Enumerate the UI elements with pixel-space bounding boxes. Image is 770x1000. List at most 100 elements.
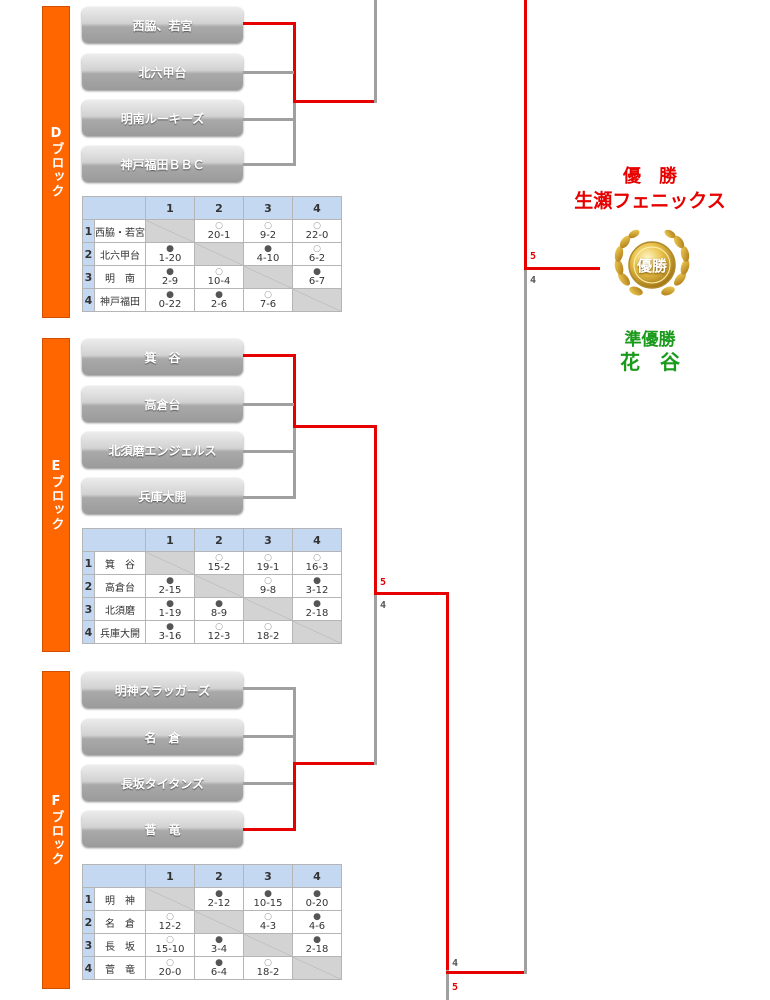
result-score: 3-16 bbox=[158, 630, 182, 642]
result-score: 20-0 bbox=[158, 966, 182, 978]
bracket-line bbox=[243, 118, 294, 121]
result-cell: ●1-19 bbox=[145, 597, 195, 621]
result-cell: ○15-10 bbox=[145, 933, 195, 957]
result-cell: ●0-20 bbox=[292, 887, 342, 911]
result-score: 4-6 bbox=[308, 920, 326, 932]
bracket-line bbox=[243, 163, 294, 166]
team-button[interactable]: 神戸福田ＢＢＣ bbox=[82, 146, 243, 182]
bracket-line bbox=[243, 828, 296, 831]
diagonal-cell bbox=[194, 242, 244, 266]
row-number: 2 bbox=[82, 574, 95, 598]
result-cell: ●2-15 bbox=[145, 574, 195, 598]
bracket-line bbox=[243, 450, 294, 453]
result-cell: ●1-20 bbox=[145, 242, 195, 266]
result-mark: ● bbox=[264, 888, 272, 899]
bracket-line bbox=[374, 0, 377, 103]
column-header: 2 bbox=[194, 864, 244, 888]
bracket-line bbox=[243, 403, 294, 406]
block-label-d: Dブロック bbox=[42, 6, 70, 318]
team-button[interactable]: 長坂タイタンズ bbox=[82, 765, 243, 801]
result-score: 4-3 bbox=[259, 920, 277, 932]
result-mark: ● bbox=[313, 266, 321, 277]
result-score: 2-18 bbox=[305, 943, 329, 955]
bracket-line bbox=[293, 354, 296, 428]
result-mark: ○ bbox=[313, 552, 321, 563]
result-score: 4-10 bbox=[256, 252, 280, 264]
diagonal-cell bbox=[194, 574, 244, 598]
result-mark: ○ bbox=[215, 220, 223, 231]
team-button[interactable]: 箕 谷 bbox=[82, 339, 243, 375]
row-number: 4 bbox=[82, 620, 95, 644]
bracket-line bbox=[374, 425, 377, 595]
result-score: 2-12 bbox=[207, 897, 231, 909]
diagonal-cell bbox=[292, 956, 342, 980]
column-header: 2 bbox=[194, 528, 244, 552]
result-cell: ○18-2 bbox=[243, 620, 293, 644]
team-button[interactable]: 菅 竜 bbox=[82, 811, 243, 847]
team-button[interactable]: 名 倉 bbox=[82, 719, 243, 755]
result-cell: ●2-18 bbox=[292, 597, 342, 621]
result-mark: ○ bbox=[166, 934, 174, 945]
result-mark: ○ bbox=[215, 266, 223, 277]
result-cell: ●2-18 bbox=[292, 933, 342, 957]
row-number: 3 bbox=[82, 933, 95, 957]
column-header: 4 bbox=[292, 864, 342, 888]
score-label: 5 bbox=[452, 982, 459, 993]
bracket-line bbox=[293, 102, 296, 166]
diagonal-cell bbox=[243, 933, 293, 957]
column-header: 1 bbox=[145, 528, 195, 552]
bracket-line bbox=[293, 687, 296, 763]
result-cell: ●2-6 bbox=[194, 288, 244, 312]
team-button[interactable]: 北六甲台 bbox=[82, 54, 243, 90]
team-button[interactable]: 明神スラッガーズ bbox=[82, 672, 243, 708]
result-score: 22-0 bbox=[305, 229, 329, 241]
bracket-line bbox=[243, 354, 296, 357]
result-cell: ○10-4 bbox=[194, 265, 244, 289]
result-cell: ●3-4 bbox=[194, 933, 244, 957]
bracket-line bbox=[374, 595, 377, 765]
result-score: 6-7 bbox=[308, 275, 326, 287]
bracket-line bbox=[524, 267, 600, 270]
bracket-line bbox=[446, 592, 449, 970]
result-mark: ● bbox=[313, 934, 321, 945]
result-mark: ● bbox=[313, 888, 321, 899]
result-cell: ○7-6 bbox=[243, 288, 293, 312]
result-score: 9-8 bbox=[259, 584, 277, 596]
row-team-name: 兵庫大開 bbox=[94, 620, 146, 644]
result-cell: ○12-3 bbox=[194, 620, 244, 644]
row-team-name: 明 南 bbox=[94, 265, 146, 289]
result-cell: ○18-2 bbox=[243, 956, 293, 980]
result-mark: ● bbox=[215, 289, 223, 300]
result-mark: ○ bbox=[313, 243, 321, 254]
result-cell: ●4-10 bbox=[243, 242, 293, 266]
row-number: 3 bbox=[82, 597, 95, 621]
result-mark: ○ bbox=[215, 621, 223, 632]
bracket-line bbox=[243, 71, 294, 74]
team-button[interactable]: 北須磨エンジェルス bbox=[82, 432, 243, 468]
result-score: 8-9 bbox=[210, 607, 228, 619]
column-header: 3 bbox=[243, 196, 293, 220]
team-button[interactable]: 西脇、若宮 bbox=[82, 7, 243, 43]
result-score: 6-4 bbox=[210, 966, 228, 978]
result-score: 1-20 bbox=[158, 252, 182, 264]
diagonal-cell bbox=[145, 887, 195, 911]
result-cell: ○15-2 bbox=[194, 551, 244, 575]
bracket-line bbox=[293, 428, 296, 499]
column-header: 2 bbox=[194, 196, 244, 220]
row-team-name: 菅 竜 bbox=[94, 956, 146, 980]
result-score: 1-19 bbox=[158, 607, 182, 619]
row-team-name: 長 坂 bbox=[94, 933, 146, 957]
column-header: 3 bbox=[243, 864, 293, 888]
column-header: 1 bbox=[145, 864, 195, 888]
results-table-f: 1 2 3 4 1 明 神 ●2-12 ●10-15 ●0-20 2 名 倉 ○… bbox=[82, 864, 342, 980]
row-team-name: 北須磨 bbox=[94, 597, 146, 621]
team-button[interactable]: 兵庫大開 bbox=[82, 478, 243, 514]
team-button[interactable]: 明南ルーキーズ bbox=[82, 100, 243, 136]
result-score: 3-12 bbox=[305, 584, 329, 596]
medal-text: 優勝 bbox=[636, 257, 667, 275]
result-mark: ○ bbox=[264, 957, 272, 968]
team-button[interactable]: 高倉台 bbox=[82, 386, 243, 422]
bracket-line bbox=[524, 0, 527, 270]
score-label: 5 bbox=[380, 577, 387, 588]
row-team-name: 箕 谷 bbox=[94, 551, 146, 575]
